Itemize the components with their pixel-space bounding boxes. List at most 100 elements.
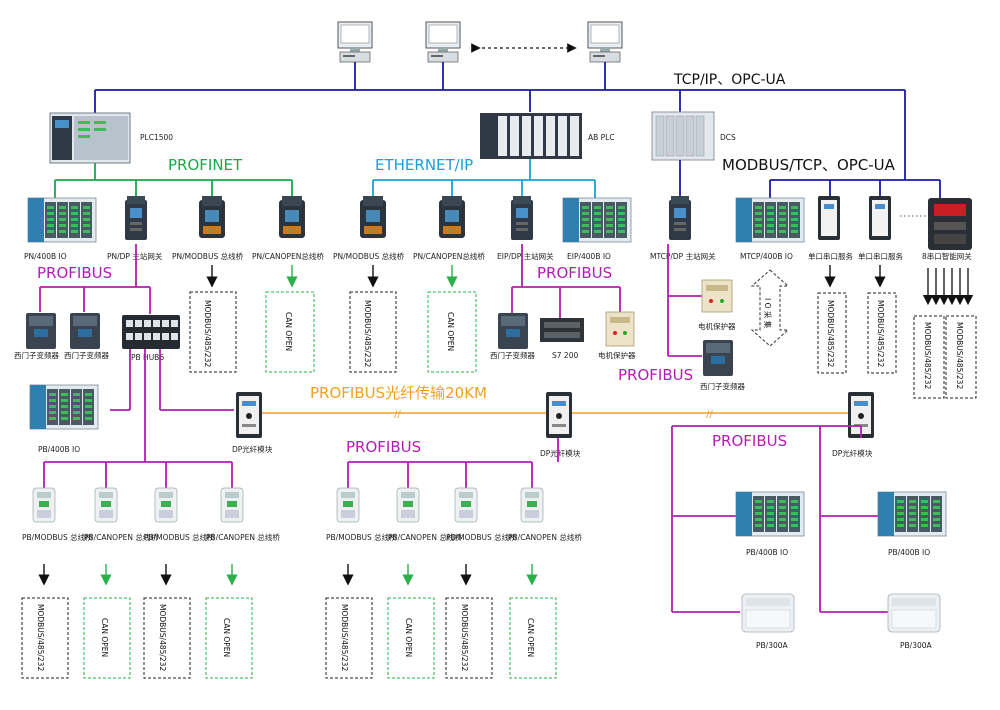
box-pn-canopen2: CAN OPEN: [427, 291, 477, 373]
profibus-lower-left-bus: [43, 461, 233, 488]
box-r4-7-text: CAN OPEN: [526, 618, 535, 657]
profibus-mid-bus: [511, 244, 621, 318]
pb-bridge-2: [154, 487, 178, 523]
dcs-device: [651, 111, 715, 161]
inverter1-label: 西门子变频器: [14, 350, 59, 360]
box-pn-canopen-text: CAN OPEN: [284, 312, 293, 351]
pb-300a-right2: [887, 593, 941, 633]
row1-label-11: 单口串口服务: [858, 251, 903, 261]
box-r4-6: MODBUS/485/232: [445, 597, 493, 679]
pn-canopen-bridge2-device: [439, 196, 465, 238]
pn-dp-gateway-device: [125, 196, 147, 240]
box-8port-b: MODBUS/485/232: [945, 315, 977, 399]
box-8port-a-text: MODBUS/485/232: [923, 322, 932, 389]
pb-300a-right1: [741, 593, 795, 633]
row4-label-2: PB/MODBUS 总线桥: [144, 532, 215, 542]
pb-bridge-1: [94, 487, 118, 523]
row4-arrows: [38, 564, 538, 586]
box-r4-5-text: CAN OPEN: [404, 618, 413, 657]
row4-labels: PB/MODBUS 总线桥 PB/CANOPEN 总线桥 PB/MODBUS 总…: [22, 532, 582, 542]
tcp-ip-label: TCP/IP、OPC-UA: [673, 72, 786, 88]
motor-protector-label: 电机保护器: [598, 350, 636, 360]
modbus-tcp-bus: [679, 160, 941, 198]
pb-hub-device: [122, 315, 180, 349]
profibus-lower-right-bus: [671, 425, 888, 613]
right-r2-label: PB/300A: [900, 641, 933, 650]
plc1500-device: [49, 112, 131, 164]
row1-label-2: PN/MODBUS 总线桥: [172, 251, 244, 261]
box-r4-2-text: MODBUS/485/232: [158, 604, 167, 671]
modbus-tcp-label: MODBUS/TCP、OPC-UA: [722, 156, 896, 174]
profibus-lower-right-label: PROFIBUS: [712, 432, 787, 450]
box-pn-canopen2-text: CAN OPEN: [446, 312, 455, 351]
io-collect-label: I O 采 集: [763, 298, 773, 329]
inverter4-device: [703, 340, 733, 376]
pb-bridge-0: [32, 487, 56, 523]
pn-modbus-bridge2-device: [360, 196, 386, 238]
row1-label-7: EIP/400B IO: [567, 252, 611, 261]
pn-400b-io-device: [27, 197, 97, 243]
fiber-label: PROFIBUS光纤传输20KM: [310, 384, 487, 402]
computer-3: [587, 21, 623, 63]
box-r4-4: MODBUS/485/232: [325, 597, 373, 679]
box-serial2: MODBUS/485/232: [867, 292, 897, 374]
inverter2-device: [70, 313, 100, 349]
row1-labels: PN/400B IO PN/DP 主站网关 PN/MODBUS 总线桥 PN/C…: [24, 251, 972, 261]
box-r4-6-text: MODBUS/485/232: [460, 604, 469, 671]
row1-label-1: PN/DP 主站网关: [107, 251, 163, 261]
row1-label-4: PN/MODBUS 总线桥: [333, 251, 405, 261]
row1-label-6: EIP/DP 主站网关: [497, 251, 554, 261]
box-8port-a: MODBUS/485/232: [913, 315, 945, 399]
box-r4-4-text: MODBUS/485/232: [340, 604, 349, 671]
box-r4-3-text: CAN OPEN: [222, 618, 231, 657]
inverter1-device: [26, 313, 56, 349]
s7-200-device: [540, 318, 584, 342]
row4-label-7: PB/CANOPEN 总线桥: [508, 532, 582, 542]
motor-protector2-label: 电机保护器: [698, 321, 736, 331]
inverter3-device: [498, 313, 528, 349]
eip-400b-io-device: [562, 197, 632, 243]
profinet-bus: [54, 163, 293, 198]
right-io1-label: PB/400B IO: [746, 548, 788, 557]
row4-label-6: PB/MODBUS 总线桥: [446, 532, 517, 542]
box-serial1-text: MODBUS/485/232: [826, 300, 835, 367]
8-port-gateway-device: [928, 198, 972, 250]
row1-label-5: PN/CANOPEN总线桥: [413, 251, 485, 261]
svg-text://: //: [394, 409, 401, 420]
pb-hub-branches: [110, 349, 234, 462]
box-r4-3: CAN OPEN: [205, 597, 253, 679]
tcp-ip-bus: [94, 62, 906, 180]
pb-bridge-5: [396, 487, 420, 523]
pn-canopen-bridge-device: [279, 196, 305, 238]
pb-400b-io-label: PB/400B IO: [38, 445, 80, 454]
profibus-left-bus: [39, 244, 151, 314]
inverter4-label: 西门子变频器: [700, 381, 745, 391]
row4-label-3: PB/CANOPEN 总线桥: [206, 532, 280, 542]
row4-label-0: PB/MODBUS 总线桥: [22, 532, 93, 542]
computer-1: [337, 21, 373, 63]
dp-fiber2-label: DP光纤模块: [540, 448, 581, 458]
box-pn-modbus2: MODBUS/485/232: [349, 291, 397, 373]
row1-label-8: MTCP/DP 主站网关: [650, 251, 716, 261]
profibus-lower-mid-bus: [347, 438, 559, 488]
dp-fiber1-device: [236, 392, 262, 438]
row1-label-9: MTCP/400B IO: [740, 252, 793, 261]
dp-fiber2-device: [546, 392, 572, 438]
box-r4-2: MODBUS/485/232: [143, 597, 191, 679]
box-pn-modbus-text: MODBUS/485/232: [203, 300, 212, 367]
computer-2: [425, 21, 461, 63]
box-r4-5: CAN OPEN: [387, 597, 435, 679]
row1-label-0: PN/400B IO: [24, 252, 67, 261]
right-r1-label: PB/300A: [756, 641, 789, 650]
pb-400b-io-right1: [735, 491, 805, 537]
8-port-arrows: [922, 268, 974, 306]
svg-text://: //: [706, 409, 713, 420]
dp-fiber3-label: DP光纤模块: [832, 448, 873, 458]
profinet-label: PROFINET: [168, 156, 243, 174]
inverter2-label: 西门子变频器: [64, 350, 109, 360]
ethernet-ip-label: ETHERNET/IP: [375, 156, 473, 174]
profibus-dcs-bus: [667, 244, 702, 357]
box-r4-1-text: CAN OPEN: [100, 618, 109, 657]
